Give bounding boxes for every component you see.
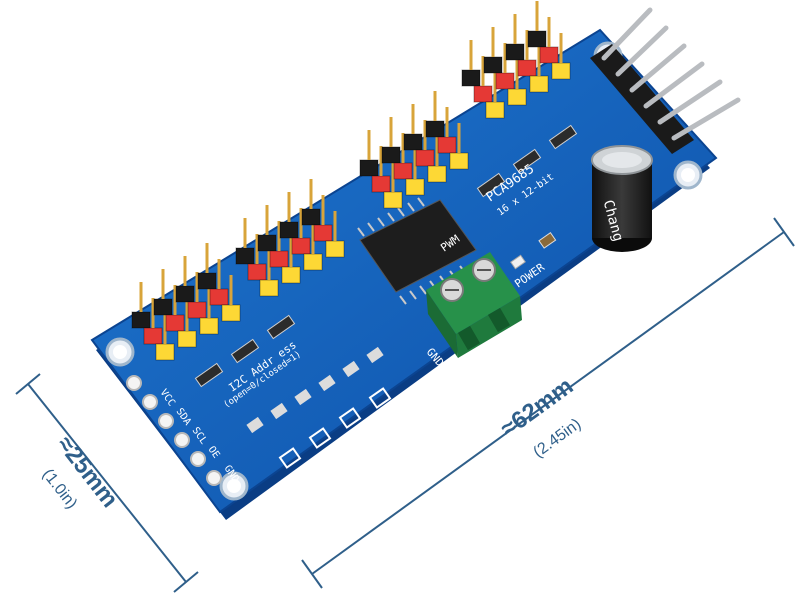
header-pin-base [371, 175, 391, 193]
header-pin-base [153, 298, 173, 316]
header-pin-base [427, 165, 447, 183]
pca9685-chip [357, 197, 477, 305]
resistor-arrays [194, 124, 578, 388]
header-pin-base [199, 317, 219, 335]
width-dimension [301, 217, 795, 589]
header-pin-base [175, 285, 195, 303]
header-pin-base [247, 263, 267, 281]
right-angle-header [590, 7, 741, 154]
header-pin-base [437, 136, 457, 154]
header-pin-base [495, 72, 515, 90]
header-pin-base [291, 237, 311, 255]
header-pin-base [303, 253, 323, 271]
header-pin-base [187, 301, 207, 319]
side-header-holes [126, 375, 222, 486]
header-pin-base [143, 327, 163, 345]
header-pin-base [269, 250, 289, 268]
header-pin-base [155, 343, 175, 361]
header-pin-base [415, 149, 435, 167]
header-pin-base [165, 314, 185, 332]
header-pin-base [209, 288, 229, 306]
header-pin-base [449, 152, 469, 170]
header-pin-base [539, 46, 559, 64]
header-pin-base [505, 43, 525, 61]
header-pin-base [257, 234, 277, 252]
height-dimension [15, 373, 199, 593]
header-pin-base [551, 62, 571, 80]
header-pin-base [235, 247, 255, 265]
header-pin-base [259, 279, 279, 297]
header-pin-base [313, 224, 333, 242]
servo-headers [131, 1, 571, 361]
header-pin-base [473, 85, 493, 103]
header-pin-base [281, 266, 301, 284]
header-pin-base [461, 69, 481, 87]
header-pin-base [131, 311, 151, 329]
address-pads [246, 346, 392, 469]
header-pin-base [529, 75, 549, 93]
header-pin-base [507, 88, 527, 106]
power-led [510, 232, 557, 270]
header-pin-base [279, 221, 299, 239]
header-pin-base [405, 178, 425, 196]
screw-terminal [426, 252, 522, 358]
header-pin-base [485, 101, 505, 119]
header-pin-base [301, 208, 321, 226]
header-pin-base [527, 30, 547, 48]
header-pin-base [381, 146, 401, 164]
header-pin-base [483, 56, 503, 74]
header-pin-base [177, 330, 197, 348]
header-pin-base [359, 159, 379, 177]
header-pin-base [197, 272, 217, 290]
header-pin-base [403, 133, 423, 151]
header-pin-base [425, 120, 445, 138]
header-pin-base [325, 240, 345, 258]
header-pin-base [393, 162, 413, 180]
header-pin-base [221, 304, 241, 322]
header-pin-base [383, 191, 403, 209]
electrolytic-capacitor: Chang [591, 145, 653, 252]
header-pin-base [517, 59, 537, 77]
